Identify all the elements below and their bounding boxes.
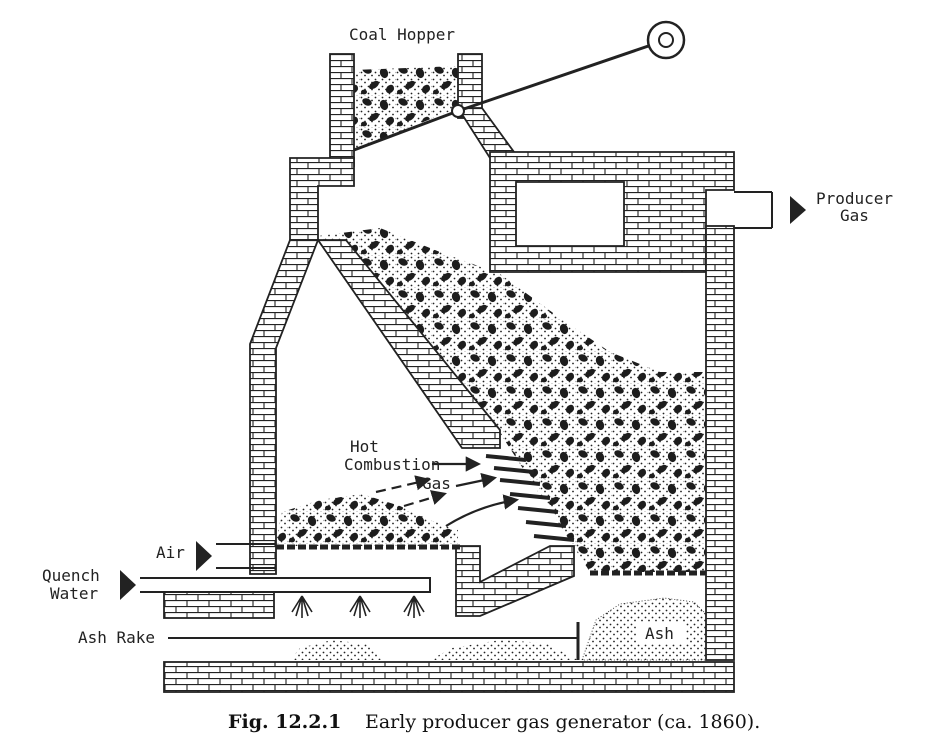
ash-pile-mid (430, 640, 578, 660)
brick-walls (163, 53, 735, 693)
spray-nozzle (349, 595, 371, 618)
hot-gas-arrow-icon (455, 473, 498, 489)
pipes (140, 191, 773, 593)
ash-label-backdrop (636, 622, 686, 644)
hot-gas-label-line1: Hot (350, 437, 379, 456)
spray-nozzle (291, 595, 313, 618)
producer-gas-outlet-pipe (734, 191, 773, 229)
figure-number: Fig. 12.2.1 (228, 711, 341, 733)
hopper-wall-left (329, 53, 355, 167)
quench-sprays (291, 595, 425, 618)
quench-water-label-line2: Water (50, 584, 99, 603)
producer-gas-label-line2: Gas (840, 206, 869, 225)
quench-water-pipe (140, 577, 431, 593)
hopper-coal (354, 66, 458, 150)
hopper-valve-flap (353, 109, 459, 152)
air-inlet-pipe (216, 543, 276, 569)
producer-gas-arrow-icon (790, 196, 806, 224)
counterweight-wheel-inner (658, 32, 674, 48)
grates (276, 544, 706, 576)
valve-pivot (451, 104, 465, 118)
gas-collector-box (489, 151, 735, 273)
air-label: Air (156, 543, 185, 562)
coal-hopper-label: Coal Hopper (349, 25, 455, 44)
lower-bend-wall (455, 545, 575, 617)
ash-label: Ash (645, 624, 674, 643)
valve-lever-arm (457, 38, 667, 113)
quench-water-block (163, 591, 275, 619)
ash-pile-left (290, 640, 384, 660)
ash-rake-label: Ash Rake (78, 628, 155, 647)
main-coal-bed (318, 228, 706, 572)
inner-baffle (316, 239, 501, 449)
hot-gas-label-line2: Combustion (344, 455, 440, 474)
air-arrow-icon (196, 541, 212, 571)
hopper-diagonal-right (456, 107, 516, 160)
quench-water-arrow-icon (120, 570, 136, 600)
hot-gas-label-line3: Gas (422, 474, 451, 493)
figure-caption: Fig. 12.2.1 Early producer gas generator… (228, 711, 760, 733)
hot-gas-arrow-icon (375, 475, 432, 494)
flow-arrows (120, 196, 806, 600)
hot-gas-arrow-icon (403, 490, 447, 508)
hopper-valve (353, 20, 686, 152)
hot-gas-arrow-icon (445, 494, 520, 527)
hot-gas-arrows (375, 456, 520, 527)
base-floor (163, 661, 735, 693)
upper-roof-left (289, 157, 355, 241)
producer-gas-label-line1: Producer (816, 189, 893, 208)
spray-nozzle (403, 595, 425, 618)
ash-rake (168, 622, 580, 660)
right-outer-wall (705, 225, 735, 661)
grate-coal-pile (276, 494, 458, 546)
figure-caption-text: Early producer gas generator (ca. 1860). (365, 711, 760, 733)
quench-water-label-line1: Quench (42, 566, 100, 585)
